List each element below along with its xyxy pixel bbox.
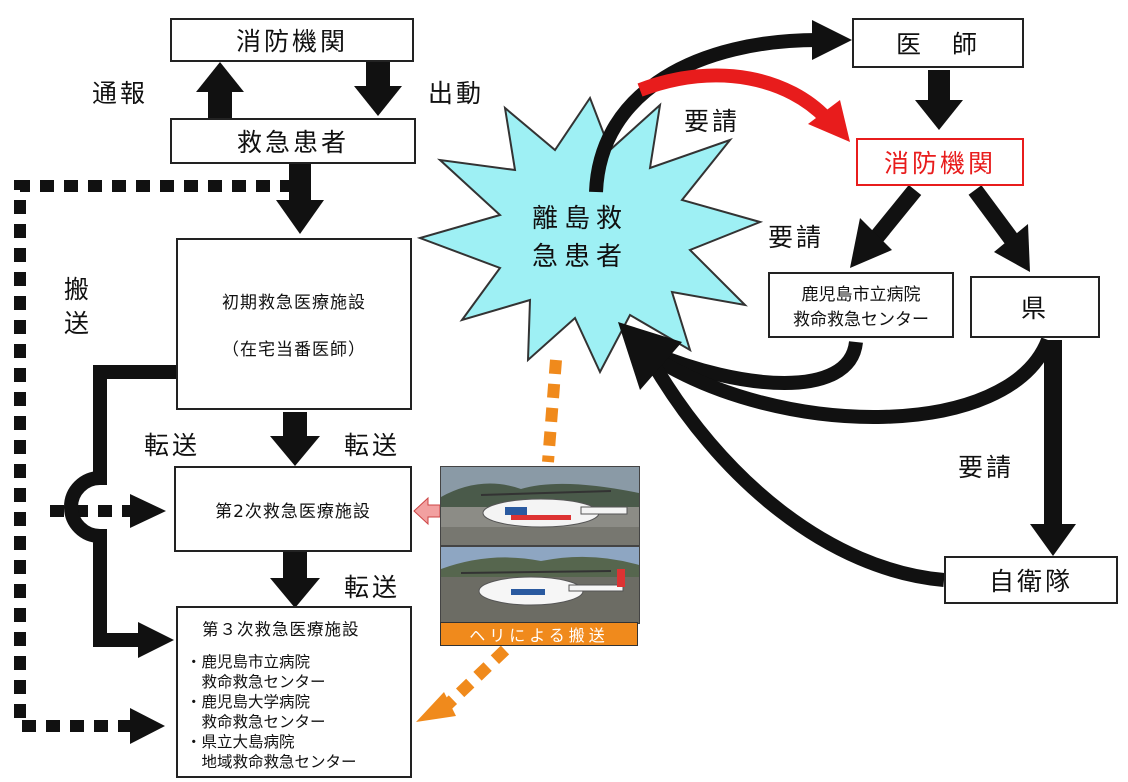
bracket-arrowhead-tertiary bbox=[138, 622, 174, 658]
tertiary-list-item: 救命救急センター bbox=[186, 673, 326, 691]
report-label: 通報 bbox=[92, 79, 149, 108]
prefecture-return-curve bbox=[646, 337, 1055, 424]
dispatch-label: 出動 bbox=[428, 79, 485, 108]
sdf-label: 自衛隊 bbox=[988, 567, 1073, 596]
tertiary-care-title: 第３次救急医療施設 bbox=[202, 620, 360, 639]
request-to-fire-red-curve bbox=[637, 68, 832, 123]
orange-dotted-upper bbox=[542, 359, 562, 463]
request-label-top: 要請 bbox=[684, 107, 741, 136]
burst-label-line2: 急患者 bbox=[532, 242, 629, 272]
patient-label: 救急患者 bbox=[236, 128, 349, 157]
primary-to-secondary-arrow bbox=[270, 412, 320, 466]
fire-to-prefecture-arrowhead bbox=[994, 224, 1030, 272]
orange-dotted-lower bbox=[435, 645, 510, 717]
transfer-label-lower: 転送 bbox=[344, 573, 401, 602]
doctor-label: 医 師 bbox=[895, 30, 980, 59]
sdf-box: 自衛隊 bbox=[944, 556, 1118, 604]
fire-agency-box-right: 消防機関 bbox=[856, 138, 1024, 186]
fire-agency-box-left: 消防機関 bbox=[170, 18, 414, 62]
doctor-arrowhead bbox=[812, 20, 852, 60]
transfer-label-left: 転送 bbox=[144, 431, 201, 460]
primary-care-label: 初期救急医療施設 bbox=[222, 293, 366, 313]
fire-to-prefecture-line bbox=[968, 185, 1019, 245]
report-arrow bbox=[196, 62, 244, 122]
tertiary-hospital-list: ・鹿児島市立病院 救命救急センター ・鹿児島大学病院 救命救急センター ・県立大… bbox=[186, 652, 357, 772]
dispatch-arrow bbox=[354, 60, 402, 116]
dotted-arrowhead-secondary bbox=[130, 494, 166, 528]
remote-island-patient-burst bbox=[416, 95, 764, 375]
city-hospital-line1: 鹿児島市立病院 bbox=[801, 285, 921, 305]
tertiary-care-box bbox=[176, 606, 412, 778]
prefecture-to-sdf-arrow bbox=[1030, 340, 1076, 556]
city-hospital-box: 鹿児島市立病院 救命救急センター bbox=[768, 272, 954, 338]
request-label-right: 要請 bbox=[958, 453, 1015, 482]
dotted-arrowhead-tertiary bbox=[130, 708, 165, 744]
red-arrowhead bbox=[808, 100, 850, 142]
primary-care-sublabel: （在宅当番医師） bbox=[222, 340, 366, 360]
tertiary-list-item: ・県立大島病院 bbox=[186, 733, 295, 751]
helicopter-photo-bottom bbox=[440, 546, 640, 624]
tertiary-list-item: 地域救命救急センター bbox=[186, 753, 357, 771]
helicopter-image-top bbox=[441, 467, 639, 545]
request-label-mid: 要請 bbox=[768, 223, 825, 252]
doctor-to-fire-arrow bbox=[915, 70, 963, 130]
helicopter-to-secondary-arrow bbox=[413, 496, 441, 526]
fire-agency-left-label: 消防機関 bbox=[235, 27, 348, 56]
tertiary-list-item: ・鹿児島大学病院 bbox=[186, 693, 311, 711]
prefecture-label: 県 bbox=[1020, 294, 1049, 323]
prefecture-box: 県 bbox=[970, 276, 1100, 338]
burst-label-line1: 離島救 bbox=[532, 204, 629, 234]
fire-to-city-hospital-arrowhead bbox=[850, 218, 892, 268]
return-arrowhead bbox=[618, 322, 682, 390]
tertiary-list-item: 救命救急センター bbox=[186, 713, 326, 731]
secondary-care-box: 第2次救急医療施設 bbox=[174, 466, 412, 552]
transfer-bracket-line bbox=[64, 365, 176, 647]
orange-arrowhead bbox=[416, 692, 456, 722]
doctor-box: 医 師 bbox=[852, 18, 1024, 68]
helicopter-photo-top bbox=[440, 466, 640, 546]
transport-vertical-2: 送 bbox=[64, 309, 93, 338]
city-hospital-line2: 救命救急センター bbox=[793, 310, 929, 330]
sdf-return-curve bbox=[643, 354, 945, 587]
transport-vertical-1: 搬 bbox=[64, 275, 93, 304]
secondary-care-label: 第2次救急医療施設 bbox=[215, 501, 371, 522]
fire-to-city-hospital-line bbox=[869, 184, 922, 244]
primary-care-box: 初期救急医療施設 （在宅当番医師） bbox=[176, 238, 412, 410]
direct-transport-dotted-line bbox=[14, 168, 306, 732]
transfer-label-right: 転送 bbox=[344, 431, 401, 460]
helicopter-image-bottom bbox=[441, 547, 639, 623]
tertiary-list-item: ・鹿児島市立病院 bbox=[186, 653, 311, 671]
fire-agency-right-label: 消防機関 bbox=[883, 149, 996, 178]
patient-box: 救急患者 bbox=[170, 118, 416, 164]
city-hospital-return-curve bbox=[647, 340, 863, 390]
helicopter-transport-caption: ヘリによる搬送 bbox=[440, 622, 638, 646]
secondary-to-tertiary-arrow bbox=[270, 552, 320, 608]
